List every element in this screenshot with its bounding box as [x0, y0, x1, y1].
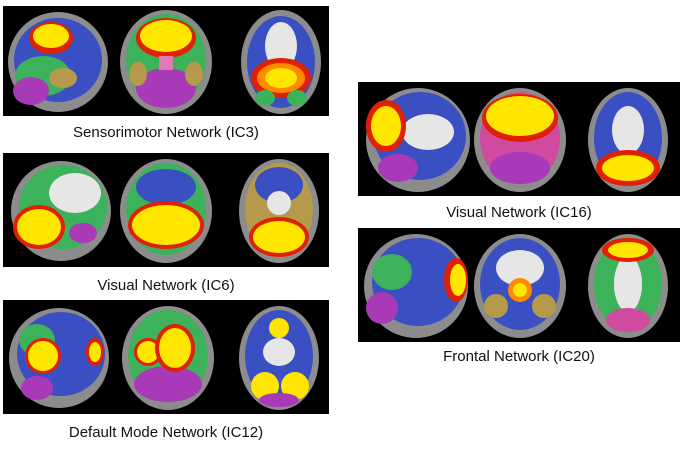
panel-ic20: Frontal Network (IC20)	[358, 228, 684, 374]
sagittal-slice	[11, 161, 111, 261]
brain-slices-ic16	[366, 88, 668, 192]
axial-slice	[241, 10, 321, 114]
brain-slice-strip-ic20	[358, 228, 680, 342]
axial-slice	[588, 88, 668, 192]
brain-slice-strip-ic16	[358, 82, 680, 196]
panel-ic16: Visual Network (IC16)	[358, 82, 684, 222]
brain-slices-ic12	[9, 306, 319, 410]
coronal-slice	[474, 234, 566, 338]
coronal-slice	[120, 10, 212, 114]
brain-slice-strip-ic3	[3, 6, 329, 116]
sagittal-slice	[9, 308, 109, 408]
coronal-slice	[122, 306, 214, 410]
panel-ic3: Sensorimotor Network (IC3)	[3, 6, 333, 146]
caption-ic6: Visual Network (IC6)	[97, 277, 235, 294]
caption-ic16: Visual Network (IC16)	[446, 204, 592, 221]
brain-slice-strip-ic6	[3, 153, 329, 267]
axial-slice	[588, 234, 668, 338]
sagittal-slice	[364, 234, 468, 338]
panel-ic6: Visual Network (IC6)	[3, 153, 333, 294]
caption-ic3: Sensorimotor Network (IC3)	[73, 124, 259, 141]
caption-ic12: Default Mode Network (IC12)	[68, 424, 264, 441]
brain-slice-strip-ic12	[3, 300, 329, 414]
axial-slice	[239, 306, 319, 410]
sagittal-slice	[8, 12, 108, 112]
panel-ic12: Default Mode Network (IC12)	[3, 300, 333, 446]
coronal-slice	[474, 88, 566, 192]
brain-slices-ic20	[364, 234, 668, 338]
brain-slices-ic6	[11, 159, 319, 263]
brain-slices-ic3	[8, 10, 321, 114]
caption-ic20: Frontal Network (IC20)	[443, 348, 595, 365]
coronal-slice	[120, 159, 212, 263]
axial-slice	[239, 159, 319, 263]
sagittal-slice	[366, 88, 470, 192]
